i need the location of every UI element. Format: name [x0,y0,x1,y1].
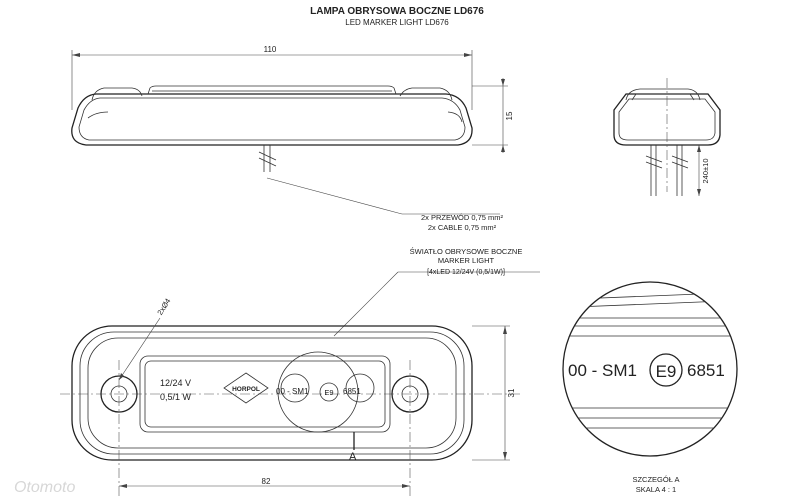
title-line-1: LAMPA OBRYSOWA BOCZNE LD676 [310,6,484,17]
dimension-hole-spacing: 82 [262,477,271,486]
lens-brand: HORPOL [232,386,260,393]
side-view: 110 15 [71,45,514,215]
light-note [333,271,540,337]
section-ref-a: A [349,451,357,463]
light-note-line-2: MARKER LIGHT [438,256,495,265]
detail-code-number: 6851 [687,361,725,380]
lens-voltage: 12/24 V [160,378,191,388]
cable-note-line-2: 2x CABLE 0,75 mm² [428,223,497,232]
detail-label: SZCZEGÓŁ A [632,475,679,484]
light-note-line-3: [4xLED 12/24V (0,5/1W)] [427,269,505,276]
detail-code-prefix: 00 - SM1 [568,361,637,380]
top-view [60,317,520,496]
light-note-line-1: ŚWIATŁO OBRYSOWE BOCZNE [410,247,523,256]
detail-scale: SKALA 4 : 1 [636,485,676,494]
lens-approval: E9 [324,388,333,397]
dimension-length: 110 [264,45,277,54]
watermark: Otomoto [14,479,75,496]
cable-note-line-1: 2x PRZEWÓD 0,75 mm² [421,213,504,222]
detail-approval: E9 [656,362,677,381]
lens-power: 0,5/1 W [160,392,192,402]
lens-code-number: 6851 [343,387,361,396]
dimension-hole: 2xØ4 [155,297,172,317]
title-line-2: LED MARKER LIGHT LD676 [345,18,449,27]
lens-code-prefix: 00 - SM1 [276,387,309,396]
end-view: 240±10 [613,78,721,196]
dimension-width: 31 [507,388,516,397]
dimension-cable-length: 240±10 [701,159,710,184]
dimension-height: 15 [505,111,514,120]
